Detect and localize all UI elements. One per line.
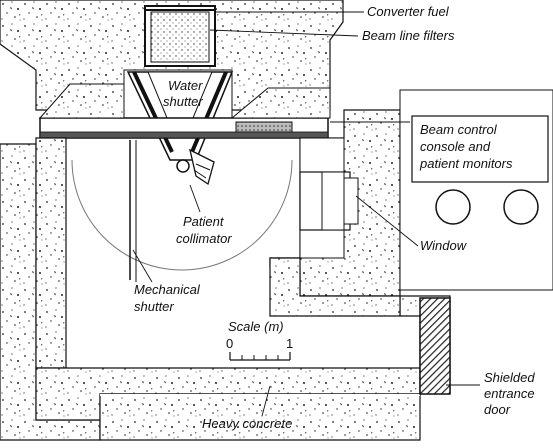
beam-control-console [411,115,549,183]
patient-monitor-right [503,189,539,225]
label-console-2: console and [420,139,491,154]
shielded-entrance-door [419,297,451,395]
label-scale-min: 0 [226,336,233,351]
label-window: Window [420,238,468,253]
converter-fuel-core [150,11,210,63]
label-water-shutter-1: Water [168,78,203,93]
right-roof-wedge [230,87,331,119]
label-console-3: patient monitors [419,156,513,171]
label-scale-title: Scale (m) [228,319,284,334]
corridor-divider [269,257,401,317]
label-patient-collimator-1: Patient [183,214,225,229]
left-inner-wall [35,137,67,369]
left-roof-wedge [38,83,125,119]
label-console-1: Beam control [420,122,498,137]
label-converter-fuel: Converter fuel [367,4,450,19]
window-frame [299,171,359,231]
label-door-3: door [484,402,511,417]
label-heavy-concrete: Heavy concrete [202,416,292,431]
scale-bar [229,352,291,361]
beam-line-filter-strip [235,121,293,133]
label-beam-line-filters: Beam line filters [362,28,455,43]
patient-monitor-left [435,189,471,225]
patient-collimator [176,148,215,186]
label-water-shutter-2: shutter [163,94,203,109]
label-door-2: entrance [484,386,535,401]
leader-lines [132,11,480,417]
label-mechanical-shutter-2: shutter [134,299,174,314]
treatment-room-arc [71,159,293,271]
label-patient-collimator-2: collimator [176,231,232,246]
label-mechanical-shutter-1: Mechanical [134,282,201,297]
label-scale-max: 1 [286,336,293,351]
label-door-1: Shielded [484,370,535,385]
